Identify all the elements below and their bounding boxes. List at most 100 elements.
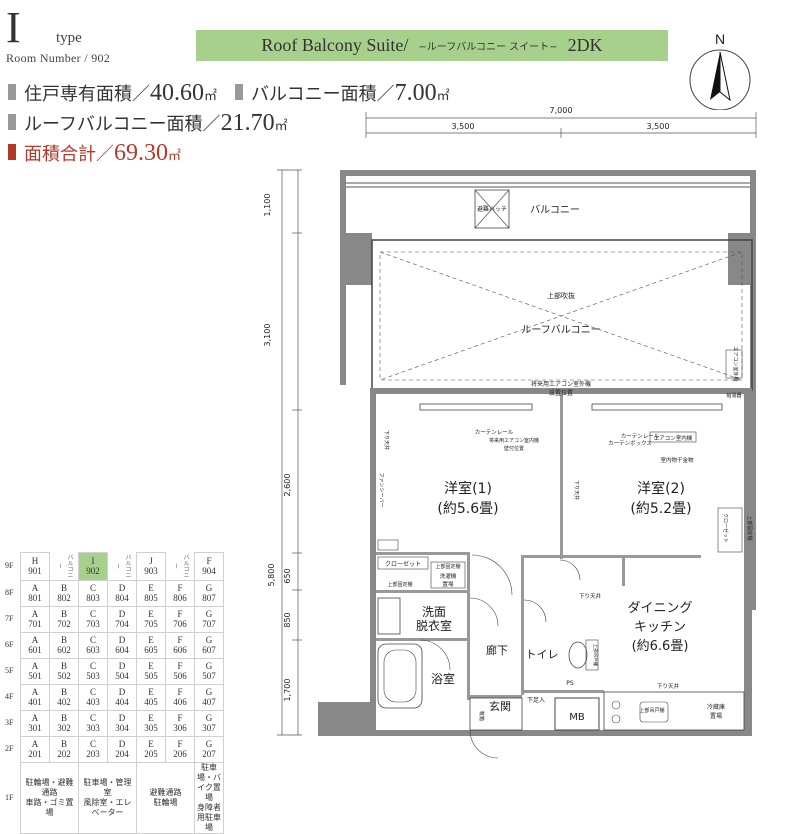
label-fan: ファンシーバー (378, 473, 384, 508)
label-dk2: キッチン (634, 620, 686, 635)
unit-type: A (31, 635, 39, 645)
unit-number: 501 (28, 671, 42, 681)
unit-number: 901 (28, 566, 42, 577)
kitchen-counter (603, 691, 745, 731)
floor-label: 4F (5, 692, 14, 701)
label-open-above: 上部吹抜 (547, 291, 575, 300)
unit-type: F (177, 583, 183, 593)
unit-number: 806 (173, 593, 187, 603)
ground-floor-cell: 駐車場・管理室風除室・エレベーター (78, 761, 137, 834)
balcony-cell: バルコニー (56, 554, 72, 578)
unit-type: F (177, 687, 183, 697)
compass-label: N (715, 31, 725, 47)
unit-type: C (89, 661, 96, 671)
layout-type: 2DK (567, 35, 603, 55)
label-closet: クローゼット (385, 560, 421, 568)
unit-type: C (89, 687, 96, 697)
unit-type: F (177, 609, 183, 619)
unit-number: 606 (173, 645, 187, 655)
area-roof-value: 21.70 (220, 110, 275, 136)
unit-type: D (118, 583, 126, 593)
unit-type: D (118, 609, 126, 619)
label-upper-cabinet: 上部吊戸棚 (639, 707, 664, 714)
label-ac-indoor-future2: 壁付位置 (504, 445, 524, 452)
area-roof-label: ルーフバルコニー面積／ (24, 114, 221, 135)
unit-number: 405 (144, 697, 158, 707)
unit-number: 601 (28, 645, 42, 655)
toilet-bowl (568, 641, 588, 669)
label-ps: PS (566, 680, 574, 687)
unit-number: 707 (202, 619, 216, 629)
unit-number: 503 (86, 671, 100, 681)
floor-plan: 7,000 3,500 3,500 1,100 3,100 2,600 650 … (263, 106, 757, 759)
unit-type: E (148, 661, 154, 671)
unit-number: 602 (57, 645, 71, 655)
floor-label: 6F (5, 640, 14, 649)
ground-floor-use: 駐輪場 (153, 797, 178, 807)
unit-type: G (205, 583, 213, 593)
unit-number: 605 (144, 645, 158, 655)
label-ceiling-drop-3: 下り天井 (579, 592, 602, 600)
unit-number: 502 (57, 671, 71, 681)
unit-type: D (118, 661, 126, 671)
label-curtain-rail-2: カーテンレール (621, 433, 660, 440)
unit-number: 902 (86, 566, 100, 577)
unit-type: G (205, 661, 213, 671)
label-upper-shelf-toilet: 上部吊戸棚 (592, 644, 599, 667)
label-shoe: 下足入 (527, 697, 545, 704)
unit-type: C (89, 635, 96, 645)
unit-type: D (118, 713, 126, 723)
label-ceiling-drop-2: 下り天井 (573, 480, 580, 500)
label-fridge: 冷蔵庫 (707, 703, 725, 711)
area-private-value: 40.60 (150, 80, 204, 106)
unit-number: 402 (57, 697, 71, 707)
unit-number: 703 (86, 619, 100, 629)
label-ceiling-drop-4: 下り天井 (657, 682, 680, 690)
room-number: Room Number / 902 (6, 51, 111, 65)
unit-number: 303 (86, 723, 100, 733)
dim-top-total: 7,000 (550, 106, 573, 115)
balcony-cell: バルコニー (114, 554, 130, 578)
unit-number: 805 (144, 593, 158, 603)
unit-number: 205 (144, 749, 158, 759)
bullet-marker (8, 114, 16, 130)
area-total-value: 69.30 (114, 140, 168, 166)
floor-label: 5F (5, 666, 14, 675)
unit-type: A (31, 609, 39, 619)
label-closet-r2: クローゼット (722, 513, 729, 543)
label-washer2: 置場 (442, 580, 454, 588)
unit-type: I (91, 556, 95, 567)
unit-type: B (60, 609, 67, 619)
area-balcony-value: 7.00 (394, 80, 437, 106)
unit-number: 807 (202, 593, 216, 603)
unit-type: E (148, 739, 154, 749)
label-dk: ダイニング (627, 601, 692, 616)
label-ac-outdoor: エアコン室外機 (732, 346, 739, 381)
label-mb: MB (569, 712, 585, 723)
label-drain: 給湯器 (726, 392, 741, 399)
type-letter: I (6, 3, 21, 52)
unit-type: F (177, 739, 183, 749)
label-room1: 洋室(1) (444, 480, 492, 497)
ground-floor-cell: 駐車場・バイク置場身障者用駐車場 (194, 761, 224, 834)
area-total-unit: ㎡ (168, 149, 182, 164)
